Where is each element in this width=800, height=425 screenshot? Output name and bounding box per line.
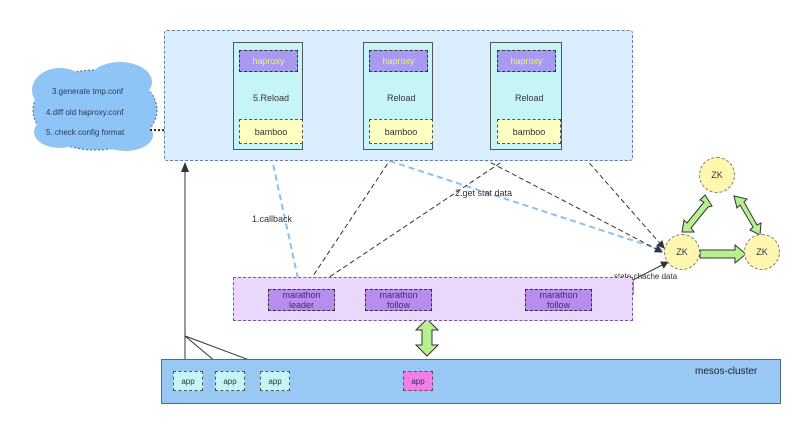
haproxy-box-2: haproxy (369, 50, 428, 72)
marathon-follow-1: marathon follow (365, 289, 432, 311)
mesos-cluster-title: mesos-cluster (695, 366, 758, 377)
haproxy-box-1: haproxy (239, 50, 298, 72)
app-4: app (403, 371, 433, 391)
marathon-follow-2-name: marathon (539, 290, 578, 300)
zk-node-right: ZK (744, 234, 780, 270)
marathon-follow-2: marathon follow (525, 289, 592, 311)
app-1: app (173, 371, 203, 391)
bamboo-box-2: bamboo (369, 119, 433, 144)
app-2: app (215, 371, 245, 391)
callback-label: 1.callback (252, 214, 293, 224)
reload-label-2: Reload (387, 93, 416, 103)
cloud-shape (32, 62, 158, 151)
state-cache-label: state chache data (614, 272, 678, 281)
marathon-follow-2-role: follow (546, 300, 570, 310)
marathon-leader: marathon leader (268, 289, 335, 311)
callback-line (269, 149, 301, 289)
haproxy-box-3: haproxy (497, 50, 556, 72)
marathon-follow-1-name: marathon (379, 290, 418, 300)
marathon-follow-1-role: follow (386, 300, 410, 310)
green-double-arrow (414, 318, 440, 357)
zk-node-left: ZK (664, 234, 700, 270)
marathon-leader-name: marathon (282, 290, 321, 300)
bamboo-box-1: bamboo (239, 119, 303, 144)
bamboo-box-3: bamboo (497, 119, 561, 144)
mesos-cluster (161, 359, 781, 404)
cloud-line-diff: 4.diff old haproxy.conf (46, 108, 124, 117)
marathon-leader-role: leader (288, 300, 315, 310)
get-stat-label: 2.get stat data (455, 188, 513, 198)
zk-node-top: ZK (699, 157, 735, 193)
reload-label-3: Reload (515, 93, 544, 103)
app-3: app (260, 371, 290, 391)
cloud-line-check: 5. check config format (46, 128, 125, 137)
reload-label-1: 5.Reload (253, 93, 290, 103)
cloud-line-generate: 3.generate tmp.conf (52, 87, 124, 96)
